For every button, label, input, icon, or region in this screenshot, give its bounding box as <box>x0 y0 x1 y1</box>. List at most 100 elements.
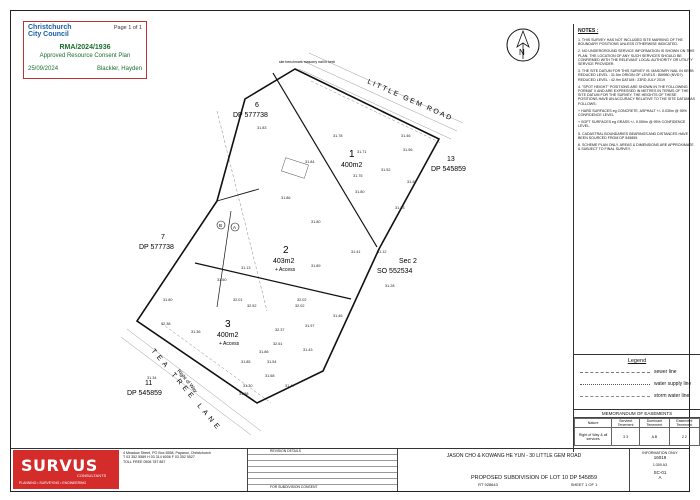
drawing-scale: 1:300 A3 <box>652 463 668 467</box>
neighbor-section: Sec 2 <box>399 258 417 265</box>
neighbor-lot-number: 7 <box>161 234 165 241</box>
info-label: INFORMATION ONLY <box>642 451 678 455</box>
svg-text:N: N <box>519 48 525 57</box>
revision-row: FOR SUBDIVISION CONSENT <box>270 485 318 489</box>
company-phones: T 03 352 5589 H 03 314 6006 F 03 352 552… <box>123 455 195 460</box>
level-label: 31.86 <box>281 196 291 200</box>
level-label: 31.46 <box>333 314 343 318</box>
level-label: 31.47 <box>285 384 295 388</box>
company-contact: 4 Meadow Street, PO Box 5558, Papanui, C… <box>123 451 243 464</box>
legend-item: water supply line <box>580 381 696 389</box>
easement-memorandum: MEMORANDUM OF EASEMENTS Nature Servient … <box>573 409 700 452</box>
legend-item: sewer line <box>580 369 696 377</box>
council-name-line1: Christchurch <box>28 24 72 31</box>
easement-a-marker <box>230 222 240 232</box>
level-label: 31.52 <box>381 168 391 172</box>
lot1-number: 1 <box>349 149 355 160</box>
level-label: 31.41 <box>351 250 361 254</box>
column-header: Nature <box>573 418 613 428</box>
memo-heading: MEMORANDUM OF EASEMENTS <box>574 410 700 418</box>
level-label: 32.38 <box>161 322 171 326</box>
level-label: 31.13 <box>241 266 251 270</box>
level-label: 31.80 <box>355 190 365 194</box>
easement-table: Nature Servient Tenement Dominant Teneme… <box>573 418 700 446</box>
level-label: 31.78 <box>333 134 343 138</box>
level-label: 31.75 <box>353 174 363 178</box>
level-label: 32.02 <box>295 304 305 308</box>
lot1-lot2-boundary <box>272 72 378 248</box>
level-label: 31.23 <box>395 206 405 210</box>
level-label: 31.89 <box>311 264 321 268</box>
level-label: 31.46 <box>401 134 411 138</box>
service-lines <box>160 80 442 404</box>
notes-heading: NOTES : <box>578 28 599 34</box>
lot2-area: 403m2 <box>273 258 295 265</box>
level-label: 31.86 <box>259 350 269 354</box>
legend-label: water supply line <box>654 381 692 387</box>
sewer-line-sample <box>580 372 650 373</box>
project-details: JASON CHO & KOWANG HE YUN - 30 LITTLE GE… <box>397 449 630 491</box>
lot3-number: 3 <box>225 319 231 330</box>
access-lot-line <box>216 188 260 202</box>
level-label: 31.80 <box>311 220 321 224</box>
level-label: 31.71 <box>357 150 367 154</box>
storm-line-sample <box>580 396 650 397</box>
note-item: 3. THE SITE DATUM FOR THIS SURVEY IS: MA… <box>578 69 694 82</box>
level-label: 31.30 <box>243 384 253 388</box>
lot2-note: + Access <box>275 267 296 273</box>
table-cell: Right of Way & all services <box>573 427 613 446</box>
level-label: 32.61 <box>273 342 283 346</box>
legend-label: storm water line <box>654 393 690 399</box>
legend: Legend sewer line water supply line stor… <box>573 354 700 410</box>
lot1-area: 400m2 <box>341 162 363 169</box>
project-name: JASON CHO & KOWANG HE YUN - 30 LITTLE GE… <box>446 453 582 459</box>
level-label: 31.97 <box>305 324 315 328</box>
company-logo: SURVUS CONSULTANTS PLANNING • SURVEYING … <box>13 450 119 489</box>
neighbor-lot-number: 13 <box>447 156 455 163</box>
neighbor-dp: DP 577738 <box>139 244 174 251</box>
level-label: 31.43 <box>303 348 313 352</box>
company-tollfree: TOLL FREE 0508 787 887 <box>123 459 166 464</box>
lot3-note: + Access <box>219 341 240 347</box>
level-label: 32.01 <box>233 298 243 302</box>
note-item: 4. "SPOT HEIGHT" POSITIONS ARE SHOWN IN … <box>578 84 695 106</box>
column-header: Easement Tenement <box>668 418 700 428</box>
table-cell: 3 3 <box>611 427 641 446</box>
column-header: Dominant Tenement <box>639 418 670 428</box>
company-services: PLANNING • SURVEYING • ENGINEERING <box>19 481 87 485</box>
level-label: 31.12 <box>377 250 387 254</box>
note-item: 1. THIS SURVEY HAS NOT INCLUDED SITE MAR… <box>578 38 683 47</box>
level-label: 31.60 <box>217 278 227 282</box>
road-name-label: LITTLE GEM ROAD <box>366 78 454 122</box>
column-header: Servient Tenement <box>611 418 641 428</box>
scheme-plan: 31.78 31.71 31.52 31.84 31.86 31.80 31.8… <box>120 28 540 436</box>
table-row: Right of Way & all services 3 3 A B 2 2 <box>573 427 700 446</box>
approval-date: 25/09/2024 <box>28 66 59 72</box>
level-label: 31.84 <box>305 160 315 164</box>
survey-notes: NOTES : 1. THIS SURVEY HAS NOT INCLUDED … <box>573 24 700 354</box>
dwelling-outline <box>281 157 309 179</box>
note-item: 2. NO UNDERGROUND SERVICE INFORMATION IS… <box>578 49 695 67</box>
approved-text: Approved Resource Consent Plan <box>39 53 131 59</box>
level-label: 32.52 <box>247 304 257 308</box>
level-label: 32.02 <box>297 298 307 302</box>
drawing-info: INFORMATION ONLY 16019 1:300 A3 SC-01 A <box>629 449 690 491</box>
level-label: 31.85 <box>241 360 251 364</box>
level-label: 31.34 <box>147 376 157 380</box>
level-label: 31.80 <box>163 298 173 302</box>
company-wordmark: SURVUS <box>21 456 98 475</box>
stamp-page: Page 1 of 1 <box>113 25 142 31</box>
lot2-lot3-boundary <box>194 262 352 300</box>
job-number: 16019 <box>653 455 667 460</box>
revision-letter: A <box>658 475 662 480</box>
neighbor-so: SO 552534 <box>377 268 413 275</box>
lot3-area: 400m2 <box>217 332 239 339</box>
easement-b-label: B <box>219 223 222 228</box>
neighbor-dp: DP 545859 <box>127 390 162 397</box>
table-cell: 2 2 <box>668 427 700 446</box>
neighbor-lot-number: 11 <box>145 380 152 387</box>
revision-table: REVISION DETAILS FOR SUBDIVISION CONSENT <box>247 449 398 491</box>
level-label: 31.40 <box>407 180 417 184</box>
